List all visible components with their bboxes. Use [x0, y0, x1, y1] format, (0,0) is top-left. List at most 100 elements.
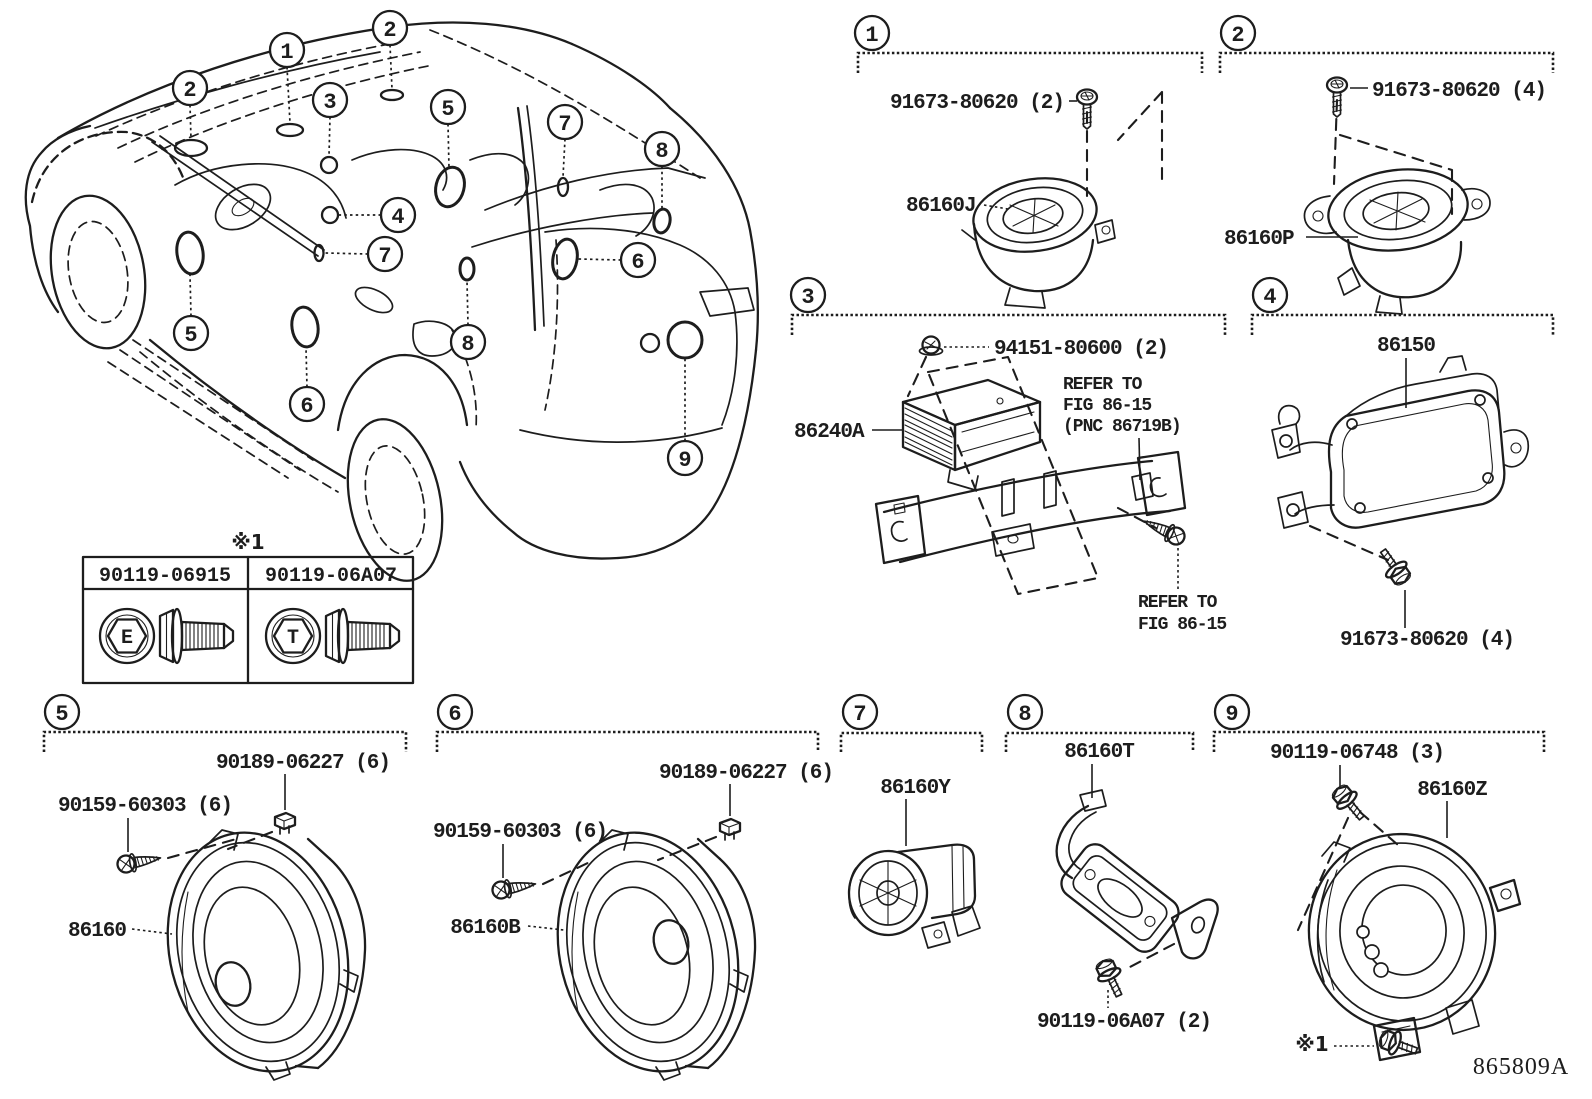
screw-icon	[114, 847, 164, 876]
speaker-86160P	[1303, 168, 1491, 315]
section-4: 4 86150 91673-80620 (4)	[1250, 276, 1555, 652]
section-7: 7 86160Y	[839, 693, 984, 949]
section-1: 1 91673-80620 (2) 86160J	[853, 14, 1204, 309]
refer-text: REFER TO	[1063, 375, 1143, 395]
bolt-side-view	[158, 607, 235, 665]
callout-2a[interactable]: 2	[371, 9, 409, 47]
section-number: 6	[448, 702, 461, 727]
section-number: 1	[865, 23, 878, 48]
car-body-outline	[24, 21, 759, 560]
bolt-head-letter: T	[287, 627, 299, 650]
bolt-side-view	[324, 607, 401, 665]
callout-number: 6	[300, 394, 313, 419]
note-label: ※1	[1295, 1032, 1328, 1056]
callout-5a[interactable]: 5	[429, 88, 467, 126]
callout-number: 6	[631, 250, 644, 275]
section-8: 8 86160T 90119-06A07 (2)	[1004, 693, 1219, 1034]
speaker-86160T	[1055, 789, 1219, 960]
part-number-label[interactable]: 91673-80620 (2)	[890, 92, 1065, 115]
bolt-front-view-t: T	[264, 607, 322, 665]
callout-8b[interactable]: 8	[449, 323, 487, 361]
callout-5b[interactable]: 5	[172, 314, 210, 352]
part-number-label[interactable]: 90189-06227 (6)	[659, 762, 834, 785]
part-number-label[interactable]: 86150	[1377, 335, 1436, 358]
callout-number: 7	[378, 244, 391, 269]
callout-9[interactable]: 9	[666, 439, 704, 477]
nut-icon	[918, 335, 944, 356]
part-number-label[interactable]: 90159-60303 (6)	[433, 821, 608, 844]
speaker-86160Z	[1307, 832, 1522, 1062]
callout-7a[interactable]: 7	[546, 103, 584, 141]
section-9: 9 90119-06748 (3) 86160Z ※1	[1212, 693, 1546, 1064]
table-part-number[interactable]: 90119-06A07	[265, 565, 397, 588]
part-number-label[interactable]: 86160T	[1064, 741, 1135, 764]
bolt-icon	[1090, 954, 1132, 1002]
bolt-icon	[1326, 779, 1373, 827]
section-number: 3	[801, 285, 814, 310]
bolt-front-view-e: E	[98, 607, 156, 665]
callout-2b[interactable]: 2	[171, 69, 209, 107]
callout-1[interactable]: 1	[268, 31, 306, 69]
callout-number: 9	[678, 448, 691, 473]
car-front-wheel	[30, 130, 186, 350]
part-number-label[interactable]: 86160B	[450, 917, 522, 940]
callout-7b[interactable]: 7	[366, 235, 404, 273]
part-number-label[interactable]: 86160Y	[880, 777, 952, 800]
part-number-label[interactable]: 90119-06A07 (2)	[1037, 1011, 1212, 1034]
part-number-label[interactable]: 86160	[68, 920, 127, 943]
car-illustration: 1 2 2 3 4 5 5 6 6 7 7 8 8 9	[24, 9, 759, 582]
section-5: 5 90189-06227 (6) 90159-60303 (6) 86160	[42, 693, 408, 1081]
section-6: 6 90189-06227 (6) 90159-60303 (6) 86160B	[433, 693, 834, 1081]
car-callouts: 1 2 2 3 4 5 5 6 6 7 7 8 8 9	[171, 9, 704, 477]
refer-text: (PNC 86719B)	[1063, 417, 1181, 437]
speaker-86160B	[556, 829, 757, 1081]
amplifier-86240A	[901, 378, 1042, 491]
part-number-label[interactable]: 86160Z	[1417, 779, 1488, 802]
refer-note-a: REFER TO FIG 86-15 (PNC 86719B)	[1063, 375, 1182, 481]
part-number-label[interactable]: 86160P	[1224, 228, 1295, 251]
section-3: 3 94151-80600 (2) 86240A REFER TO FIG 86…	[789, 276, 1227, 635]
refer-text: REFER TO	[1138, 593, 1218, 613]
table-part-number[interactable]: 90119-06915	[99, 565, 231, 588]
fastener-table: ※1 90119-06915 90119-06A07 E T	[81, 530, 415, 685]
callout-number: 7	[558, 112, 571, 137]
tweeter-86160Y	[847, 843, 981, 949]
refer-note-b: REFER TO FIG 86-15	[1138, 548, 1227, 635]
screw-icon	[1139, 511, 1189, 549]
callout-6b[interactable]: 6	[288, 385, 326, 423]
refer-text: FIG 86-15	[1138, 615, 1226, 635]
section-number: 8	[1018, 702, 1031, 727]
screw-icon	[489, 873, 539, 902]
part-number-label[interactable]: 91673-80620 (4)	[1340, 629, 1515, 652]
section-number: 2	[1231, 23, 1244, 48]
speaker-86160J	[961, 177, 1116, 309]
section-2: 2 91673-80620 (4) 86160P	[1218, 14, 1555, 315]
bolt-head-letter: E	[121, 627, 133, 650]
part-number-label[interactable]: 90189-06227 (6)	[216, 752, 391, 775]
callout-8a[interactable]: 8	[643, 130, 681, 168]
table-note: ※1	[231, 530, 264, 554]
section-number: 7	[853, 702, 866, 727]
section-number: 5	[55, 702, 68, 727]
part-number-label[interactable]: 90159-60303 (6)	[58, 795, 233, 818]
part-number-label[interactable]: 86160J	[906, 195, 977, 218]
callout-6a[interactable]: 6	[619, 241, 657, 279]
speaker-86160	[166, 829, 367, 1081]
callout-number: 3	[323, 90, 336, 115]
callout-number: 4	[391, 205, 404, 230]
callout-number: 2	[183, 78, 196, 103]
part-number-label[interactable]: 90119-06748 (3)	[1270, 742, 1445, 765]
car-rear-wheel	[336, 353, 469, 582]
callout-3[interactable]: 3	[311, 81, 349, 119]
part-number-label[interactable]: 94151-80600 (2)	[994, 338, 1169, 361]
callout-number: 2	[383, 18, 396, 43]
part-number-label[interactable]: 91673-80620 (4)	[1372, 80, 1547, 103]
callout-4[interactable]: 4	[379, 196, 417, 234]
part-number-label[interactable]: 86240A	[794, 421, 866, 444]
speaker-location-marks	[173, 88, 704, 360]
section-number: 4	[1263, 285, 1276, 310]
amp-bracket	[874, 450, 1187, 565]
callout-number: 5	[184, 323, 197, 348]
